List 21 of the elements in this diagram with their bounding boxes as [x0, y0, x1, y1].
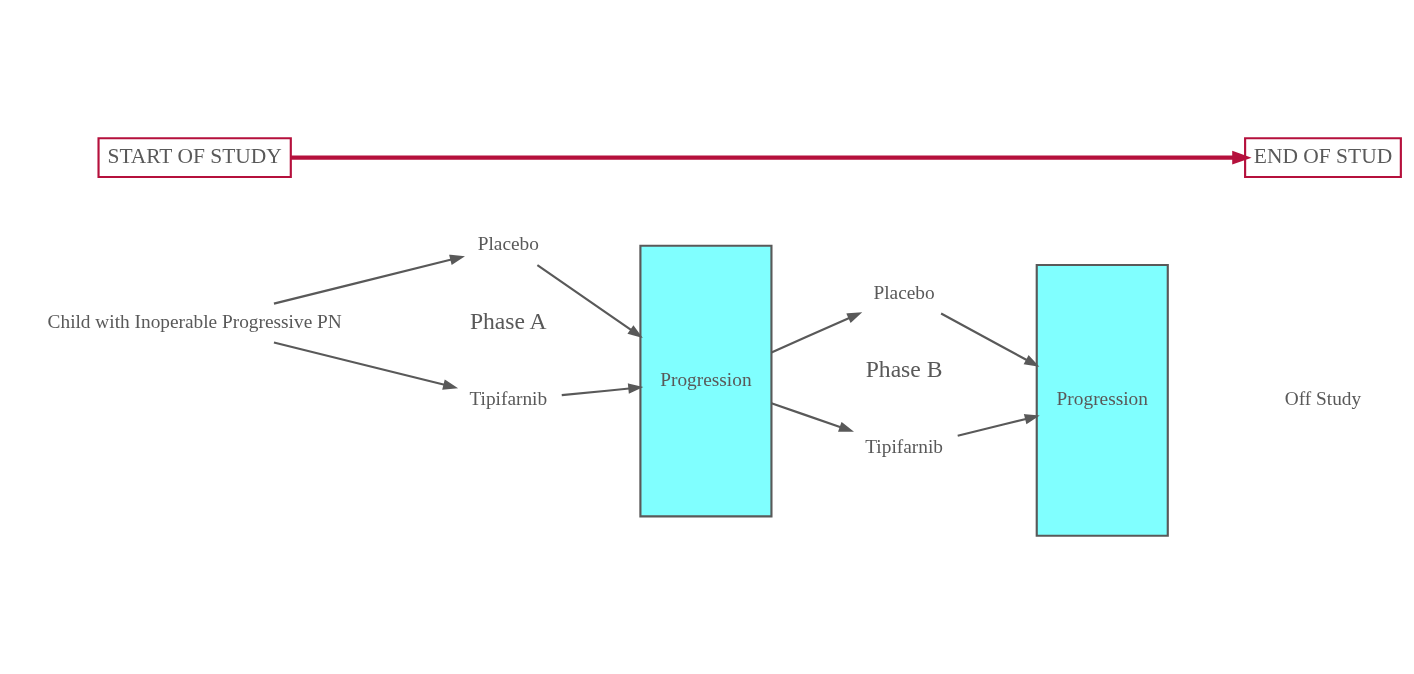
- node-box: START OF STUDY: [97, 137, 292, 179]
- node-text: Tipifarnib: [469, 388, 548, 410]
- arrow: [291, 150, 1252, 165]
- label: Phase B: [865, 356, 943, 383]
- node-box: Progression: [639, 244, 773, 518]
- node-text: Placebo: [477, 233, 539, 255]
- node-text: Child with Inoperable Progressive PN: [47, 310, 342, 332]
- arrow: [957, 414, 1040, 437]
- arrow: [771, 312, 863, 354]
- node-text: Off Study: [1284, 388, 1362, 410]
- label: Phase A: [469, 308, 547, 335]
- arrow: [940, 312, 1040, 367]
- node-box: END OF STUD: [1244, 137, 1402, 179]
- node-box: Progression: [1035, 263, 1169, 537]
- arrow: [273, 254, 465, 305]
- node-text: Tipifarnib: [865, 436, 943, 458]
- arrow: [771, 402, 854, 432]
- arrow: [536, 264, 643, 339]
- arrow: [273, 341, 459, 390]
- node-text: Placebo: [873, 281, 935, 303]
- arrow: [561, 383, 644, 397]
